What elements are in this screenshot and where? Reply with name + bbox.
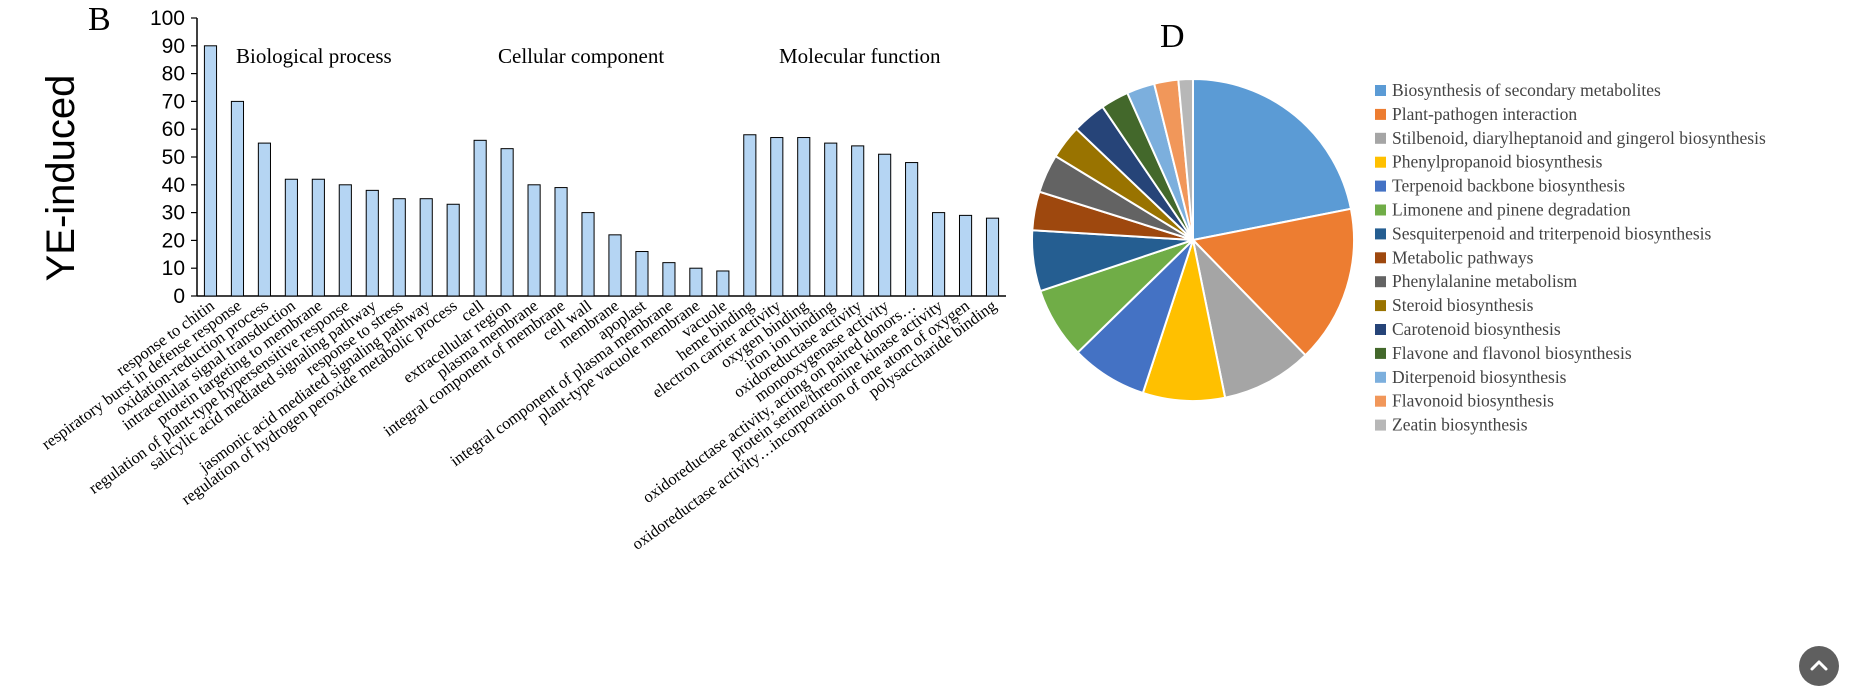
y-tick-label: 20 bbox=[162, 229, 185, 252]
legend-label: Diterpenoid biosynthesis bbox=[1392, 367, 1567, 387]
legend-label: Zeatin biosynthesis bbox=[1392, 415, 1528, 435]
pie-slice bbox=[1177, 77, 1194, 241]
bar bbox=[878, 153, 892, 297]
bar-series bbox=[203, 45, 1000, 297]
bar bbox=[419, 198, 433, 297]
legend-swatch bbox=[1375, 252, 1386, 264]
bar bbox=[958, 214, 973, 297]
legend-swatch bbox=[1375, 204, 1386, 216]
pie-chart bbox=[1031, 77, 1355, 402]
bar bbox=[905, 162, 919, 297]
bar bbox=[662, 262, 676, 297]
bar bbox=[985, 217, 1000, 297]
y-tick-label: 70 bbox=[162, 90, 185, 113]
group-label-biological-process: Biological process bbox=[236, 44, 392, 68]
bar bbox=[770, 137, 784, 297]
legend-label: Flavonoid biosynthesis bbox=[1392, 391, 1554, 411]
y-tick-label: 50 bbox=[162, 146, 185, 169]
legend-swatch bbox=[1375, 276, 1386, 288]
legend-swatch bbox=[1375, 324, 1386, 335]
bar bbox=[851, 145, 865, 297]
y-tick-label: 10 bbox=[162, 257, 185, 280]
y-tick-label: 90 bbox=[162, 35, 185, 58]
legend-swatch bbox=[1375, 180, 1386, 192]
legend-swatch bbox=[1375, 347, 1386, 359]
bar bbox=[932, 212, 946, 297]
legend-swatch bbox=[1375, 395, 1386, 407]
bar bbox=[473, 139, 487, 297]
scroll-to-top-button[interactable] bbox=[1799, 646, 1839, 686]
panel-label-d: D bbox=[1160, 18, 1185, 55]
y-tick-label: 80 bbox=[162, 63, 185, 86]
legend-swatch bbox=[1375, 300, 1386, 312]
legend-label: Biosynthesis of secondary metabolites bbox=[1392, 80, 1661, 100]
bar bbox=[338, 184, 352, 297]
bar bbox=[743, 134, 757, 297]
pie-legend: Biosynthesis of secondary metabolitesPla… bbox=[1375, 80, 1766, 435]
legend-label: Plant-pathogen interaction bbox=[1392, 104, 1577, 124]
bar bbox=[392, 198, 406, 297]
bar bbox=[797, 137, 811, 297]
chevron-up-icon bbox=[1810, 660, 1828, 671]
pie-slice bbox=[1190, 207, 1355, 357]
y-tick-labels: 0 10 20 30 40 50 60 70 80 90 100 bbox=[150, 7, 197, 308]
bar bbox=[365, 189, 379, 297]
legend-label: Metabolic pathways bbox=[1392, 247, 1534, 267]
legend-label: Carotenoid biosynthesis bbox=[1392, 319, 1561, 339]
legend-label: Phenylpropanoid biosynthesis bbox=[1392, 152, 1603, 172]
legend-swatch bbox=[1375, 156, 1386, 168]
bar bbox=[635, 251, 649, 297]
legend-swatch bbox=[1375, 371, 1386, 383]
legend-swatch bbox=[1375, 108, 1386, 120]
legend-label: Flavone and flavonol biosynthesis bbox=[1392, 343, 1632, 363]
bar bbox=[689, 267, 703, 297]
bar bbox=[284, 178, 298, 297]
legend-label: Sesquiterpenoid and triterpenoid biosynt… bbox=[1392, 223, 1712, 243]
bar bbox=[608, 234, 622, 297]
y-tick-label: 40 bbox=[162, 174, 185, 197]
y-tick-label: 0 bbox=[173, 285, 185, 308]
legend-label: Phenylalanine metabolism bbox=[1392, 271, 1578, 291]
legend-label: Stilbenoid, diarylheptanoid and gingerol… bbox=[1392, 128, 1766, 148]
bar bbox=[446, 203, 460, 297]
y-tick-label: 100 bbox=[150, 7, 185, 30]
bar bbox=[311, 178, 325, 297]
bar bbox=[500, 148, 514, 297]
legend-label: Terpenoid backbone biosynthesis bbox=[1392, 176, 1625, 196]
bar bbox=[230, 100, 245, 297]
pie-slice bbox=[1191, 236, 1307, 399]
bar bbox=[581, 212, 595, 297]
y-tick-label: 30 bbox=[162, 202, 185, 225]
pie-panel: D Biosynthesis of secondary metabolitesP… bbox=[1031, 18, 1766, 435]
bar bbox=[257, 142, 271, 297]
legend-label: Limonene and pinene degradation bbox=[1392, 200, 1631, 220]
bar bbox=[527, 184, 541, 297]
legend-label: Steroid biosynthesis bbox=[1392, 295, 1534, 315]
legend-swatch bbox=[1375, 419, 1386, 431]
legend-swatch bbox=[1375, 85, 1386, 96]
group-label-molecular-function: Molecular function bbox=[779, 44, 941, 68]
bar bbox=[716, 270, 730, 297]
bar bbox=[554, 187, 568, 297]
bar-panel: B YE-induced 0 10 20 30 40 50 60 70 80 90 100 resp… bbox=[38, 1, 1006, 554]
legend-swatch bbox=[1375, 132, 1386, 144]
legend-swatch bbox=[1375, 228, 1386, 240]
y-axis-label: YE-induced bbox=[39, 75, 83, 282]
bar bbox=[203, 45, 218, 297]
panel-label-b: B bbox=[88, 1, 111, 38]
group-label-cellular-component: Cellular component bbox=[498, 44, 664, 68]
pie-slice bbox=[1192, 77, 1353, 242]
y-tick-label: 60 bbox=[162, 118, 185, 141]
bar bbox=[824, 142, 838, 297]
